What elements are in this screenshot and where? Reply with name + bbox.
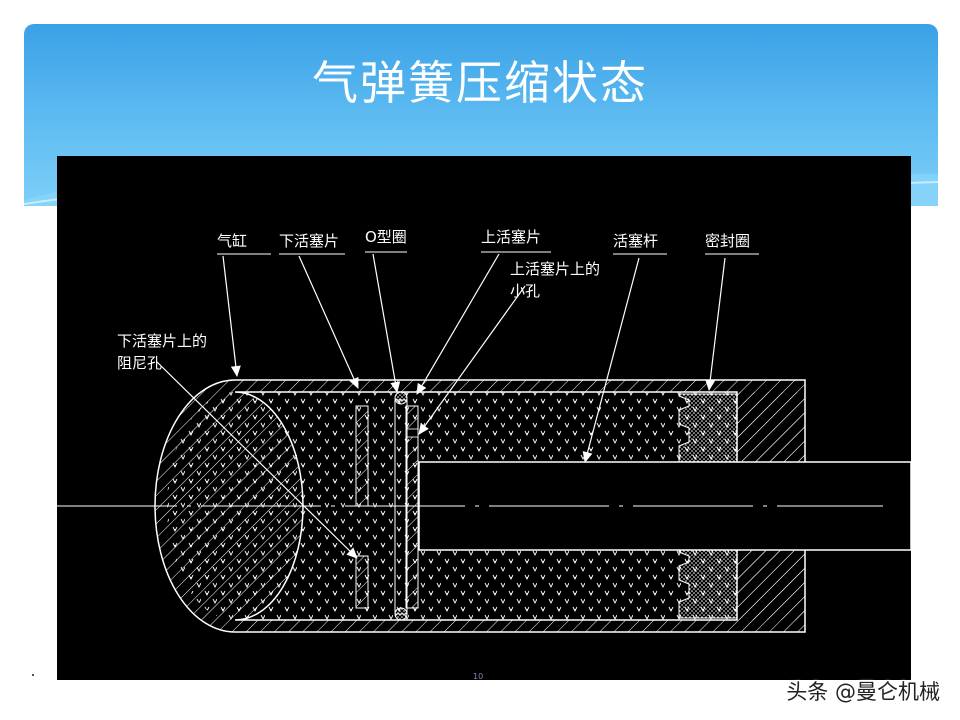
label-damping-hole-1: 下活塞片上的 [117,332,207,350]
label-upper-hole-1: 上活塞片上的 [510,260,600,278]
leader-arrows [156,253,726,559]
label-cylinder: 气缸 [217,232,247,250]
label-upper-hole-2: 小孔 [510,282,540,300]
o-ring-bottom [394,607,408,621]
gas-spring-diagram: 气缸 下活塞片 O型圈 上活塞片 活塞杆 密封圈 上活塞片上的 小孔 下活塞片上… [57,156,911,680]
o-ring-top [394,391,408,405]
label-o-ring: O型圈 [365,228,407,246]
upper-hole [405,428,419,438]
page-number: 10 [473,672,484,681]
label-damping-hole-2: 阻尼孔 [117,354,162,372]
lower-piston-plate-top [355,405,369,507]
seal-ring-bottom [678,549,738,619]
watermark-text: 头条 @曼仑机械 [786,680,940,704]
label-upper-piston: 上活塞片 [481,228,541,246]
leader-lines [217,251,759,255]
slide-title: 气弹簧压缩状态 [312,56,648,110]
label-piston-rod: 活塞杆 [613,232,658,250]
corner-dot [32,674,34,676]
upper-piston-plate [405,405,419,609]
lower-piston-plate-bottom [355,555,369,609]
end-cap [737,392,805,462]
label-seal-ring: 密封圈 [705,232,750,250]
label-lower-piston: 下活塞片 [279,232,339,250]
